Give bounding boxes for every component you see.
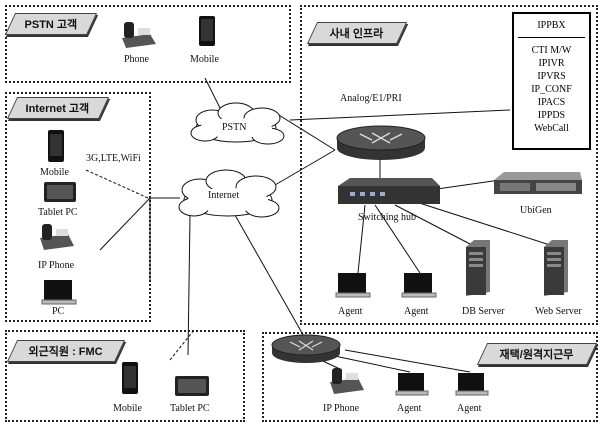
internet-tablet-label: Tablet PC [38, 207, 78, 218]
line-remote-agent1 [329, 354, 411, 373]
infra-agent-2-label: Agent [404, 306, 429, 317]
zone-internet-customers [5, 92, 151, 322]
ippbx-item: IPVRS [537, 71, 566, 82]
zone-fmc [5, 330, 245, 422]
ippbx-item: IP_CONF [531, 84, 572, 95]
web-server-label: Web Server [535, 306, 582, 317]
ippbx-title: IPPBX [518, 20, 585, 38]
internet-cloud-label: Internet [208, 190, 240, 201]
remote-agent-2-label: Agent [457, 403, 482, 414]
pc-label: PC [52, 306, 65, 317]
line-switch-ubigen [429, 179, 501, 191]
wireless-label: 3G,LTE,WiFi [86, 153, 141, 164]
internet-mobile-label: Mobile [40, 167, 69, 178]
fmc-tag: 외근직원 : FMC [6, 340, 126, 362]
line-switch-db [394, 204, 473, 246]
ippbx-item: IPACS [537, 97, 566, 108]
internal-infra-tag: 사내 인프라 [306, 22, 408, 44]
pstn-customers-tag: PSTN 고객 [4, 13, 98, 35]
line-wireless [85, 169, 149, 199]
infra-agent-1-label: Agent [338, 306, 363, 317]
line-internet-router [274, 149, 336, 186]
line-fmc-wireless [169, 329, 195, 361]
ubigen-label: UbiGen [520, 205, 552, 216]
fmc-mobile-label: Mobile [113, 403, 142, 414]
line-internet-remote [234, 214, 311, 348]
internet-customers-tag: Internet 고객 [6, 97, 110, 119]
zone-pstn-customers [5, 5, 291, 83]
trunk-label: Analog/E1/PRI [340, 93, 402, 104]
remote-agent-1-label: Agent [397, 403, 422, 414]
ippbx-item: CTI M/W [531, 45, 572, 56]
pstn-mobile-label: Mobile [190, 54, 219, 65]
line-pstn-router [273, 111, 336, 151]
line-switch-agent1 [357, 204, 366, 274]
remote-ip-phone-label: IP Phone [323, 403, 360, 414]
ip-phone-label: IP Phone [38, 260, 75, 271]
ippbx-item: WebCall [534, 123, 569, 134]
line-pstn-ippbx [289, 109, 511, 121]
pstn-phone-label: Phone [124, 54, 149, 65]
remote-work-tag: 재택/원격지근무 [476, 343, 598, 365]
zone-internal-infra [300, 5, 598, 325]
zone-remote-work [262, 332, 598, 422]
ippbx-item: IPPDS [537, 110, 566, 121]
db-server-label: DB Server [462, 306, 505, 317]
line-remote-agent2 [344, 349, 471, 373]
pstn-cloud-label: PSTN [222, 122, 247, 133]
line-pstn-customers [204, 77, 223, 113]
line-switch-web [409, 199, 551, 246]
line-ipphone [99, 197, 151, 251]
ippbx-box: IPPBX CTI M/W IPIVR IPVRS IP_CONF IPACS IPPDS… [512, 12, 591, 150]
line-switch-agent2 [374, 204, 421, 274]
ippbx-item: IPIVR [538, 58, 565, 69]
fmc-tablet-label: Tablet PC [170, 403, 210, 414]
switching-hub-label: Switching hub [358, 212, 417, 223]
